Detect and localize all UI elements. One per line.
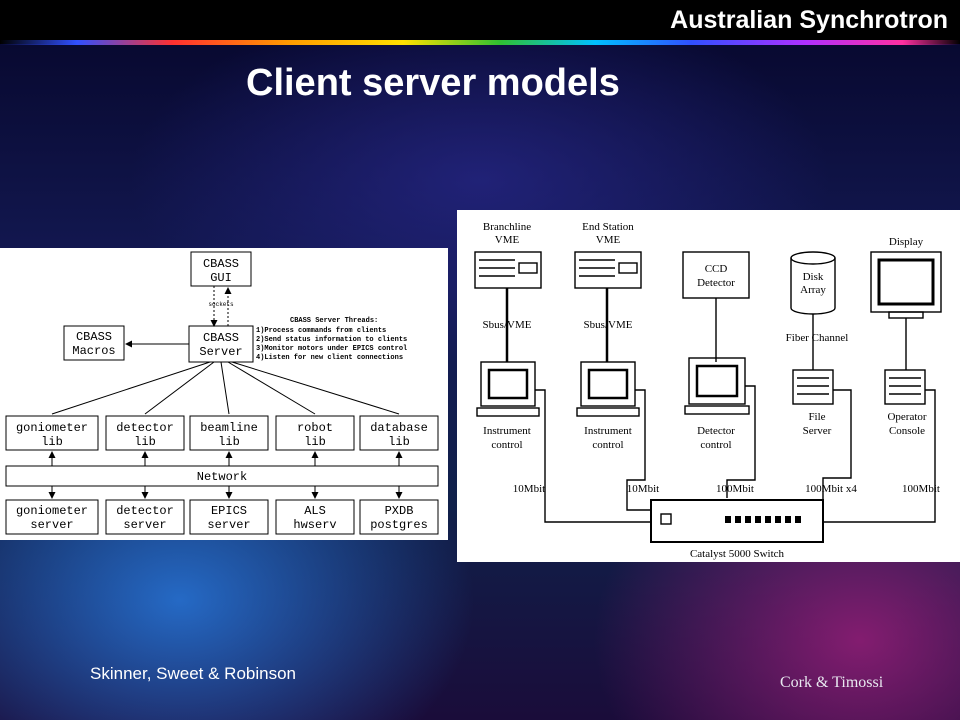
network-diagram: Branchline VME End Station VME CCD Detec… [457,210,960,562]
sbus1-label: Sbus/VME [483,319,532,331]
server-goniometer-1: goniometer [16,504,88,518]
operator-label-2: Console [889,425,925,437]
server-als-1: ALS [304,504,326,518]
lib-beamline-2: lib [218,435,240,449]
lib-beamline-1: beamline [200,421,258,435]
lib-robot-2: lib [304,435,326,449]
ccd-detector-icon [682,251,750,299]
vme2-label-2: VME [596,234,621,246]
lib-database-1: database [370,421,428,435]
vme1-label-1: Branchline [483,221,531,233]
thread-2: 2)Send status information to clients [256,336,407,344]
file-server-label-1: File [808,411,825,423]
slide-title: Client server models [246,62,620,104]
ws1-label-1: Instrument [483,425,531,437]
disk-label-2: Array [800,284,826,296]
server-epics-1: EPICS [211,504,247,518]
ws2-label-1: Instrument [584,425,632,437]
server-label-1: CBASS [203,331,239,345]
lib-robot-1: robot [297,421,333,435]
server-pxdb-1: PXDB [385,504,414,518]
server-pxdb-2: postgres [370,518,428,532]
thread-4: 4)Listen for new client connections [256,354,403,362]
credit-right: Cork & Timossi [780,674,884,691]
server-label-2: Server [199,345,242,359]
workstation-icon [480,361,536,407]
link-label-4: 100Mbit x4 [805,483,857,495]
ccd-label-1: CCD [705,263,728,275]
ws3-label-2: control [700,439,731,451]
link-label-1: 10Mbit [513,483,545,495]
server-epics-2: server [207,518,250,532]
switch-icon [650,499,824,543]
workstation-icon [580,361,636,407]
operator-console-icon [884,369,926,405]
threads-title: CBASS Server Threads: [290,317,378,325]
lib-goniometer-1: goniometer [16,421,88,435]
server-detector-1: detector [116,504,174,518]
lib-database-2: lib [388,435,410,449]
operator-label-1: Operator [887,411,926,423]
display-label: Display [889,236,924,248]
ws3-label-1: Detector [697,425,735,437]
server-goniometer-2: server [30,518,73,532]
file-server-label-2: Server [803,425,832,437]
server-detector-2: server [123,518,166,532]
lib-detector-2: lib [134,435,156,449]
network-label: Network [197,470,247,484]
sockets-label: sockets [208,301,234,308]
credit-left: Skinner, Sweet & Robinson [90,664,297,683]
ws1-label-2: control [491,439,522,451]
rainbow-stripe [0,40,960,45]
vme1-label-2: VME [495,234,520,246]
cbass-diagram: CBASS GUI sockets CBASS Server CBASS Mac… [0,248,448,540]
macros-label-2: Macros [72,344,115,358]
link-label-2: 10Mbit [627,483,659,495]
switch-label: Catalyst 5000 Switch [690,548,785,560]
server-als-2: hwserv [293,518,336,532]
vme-crate-icon [474,251,542,289]
link-label-5: 100Mbit [902,483,940,495]
brand-name: Australian Synchrotron [670,6,948,34]
gui-label-1: CBASS [203,257,239,271]
workstation-icon [688,357,746,405]
link-label-3: 100Mbit [716,483,754,495]
thread-1: 1)Process commands from clients [256,327,386,335]
top-bar [0,0,960,44]
ws2-label-2: control [592,439,623,451]
ccd-label-2: Detector [697,277,735,289]
macros-label-1: CBASS [76,330,112,344]
gui-label-2: GUI [210,271,232,285]
fiber-channel-label: Fiber Channel [786,332,849,344]
sbus2-label: Sbus/VME [584,319,633,331]
vme2-label-1: End Station [582,221,634,233]
vme-crate-icon [574,251,642,289]
lib-goniometer-2: lib [41,435,63,449]
lib-detector-1: detector [116,421,174,435]
disk-label-1: Disk [803,271,824,283]
thread-3: 3)Monitor motors under EPICS control [256,345,407,353]
file-server-icon [792,369,834,405]
